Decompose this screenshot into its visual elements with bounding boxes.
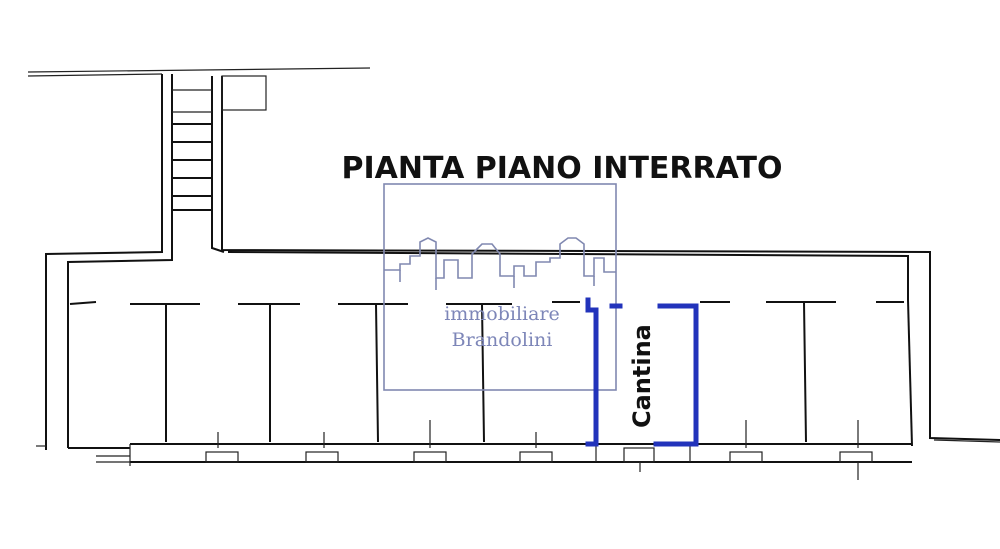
cantina-label: Cantina xyxy=(628,324,656,428)
cantina-room-outline xyxy=(585,297,699,447)
bottom-wall xyxy=(36,420,912,480)
watermark-line1: immobiliare xyxy=(444,303,560,325)
stairwell xyxy=(172,75,267,211)
watermark-logo xyxy=(383,183,617,391)
partitions xyxy=(69,301,904,443)
watermark-line2: Brandolini xyxy=(452,329,553,351)
plan-title: PIANTA PIANO INTERRATO xyxy=(342,151,783,186)
outer-walls xyxy=(27,67,1000,450)
